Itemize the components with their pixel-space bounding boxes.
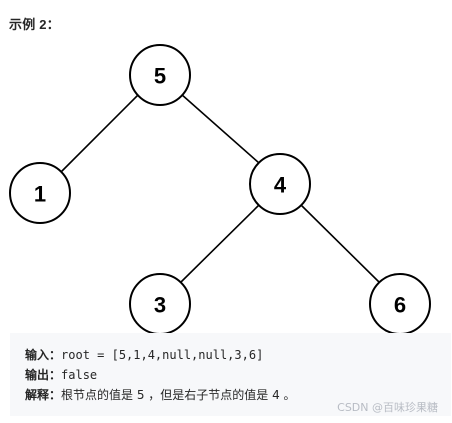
input-label: 输入： [25, 348, 62, 362]
tree-node-right-right: 6 [369, 273, 431, 335]
tree-edge-right-rightleft [179, 204, 260, 284]
output-line: 输出：false [25, 365, 451, 385]
output-value: false [61, 368, 98, 382]
tree-edge-root-right [180, 93, 260, 164]
tree-node-left: 1 [9, 162, 71, 224]
tree-node-right-left: 3 [129, 273, 191, 335]
tree-node-label: 5 [154, 64, 166, 89]
binary-tree-diagram: 5 1 4 3 6 [9, 44, 431, 335]
tree-node-right: 4 [249, 153, 311, 215]
example-code-block: 输入：root = [5,1,4,null,null,3,6] 输出：false… [10, 333, 451, 416]
input-value: root = [5,1,4,null,null,3,6] [61, 348, 264, 362]
example-heading: 示例 2： [9, 17, 60, 32]
explanation-label: 解释： [25, 388, 62, 402]
csdn-watermark: CSDN @百味珍果糖 [337, 401, 438, 414]
tree-edge-right-rightright [300, 204, 381, 284]
tree-edge-root-left [60, 93, 140, 173]
tree-node-label: 6 [394, 293, 406, 318]
tree-node-label: 1 [34, 182, 46, 207]
tree-node-label: 4 [274, 173, 287, 198]
explanation-line: 解释：根节点的值是 5 ，但是右子节点的值是 4 。 [25, 385, 451, 405]
tree-node-label: 3 [154, 293, 166, 318]
tree-node-root: 5 [129, 44, 191, 106]
input-line: 输入：root = [5,1,4,null,null,3,6] [25, 345, 451, 365]
explanation-value: 根节点的值是 5 ，但是右子节点的值是 4 。 [61, 388, 296, 402]
output-label: 输出： [25, 368, 62, 382]
